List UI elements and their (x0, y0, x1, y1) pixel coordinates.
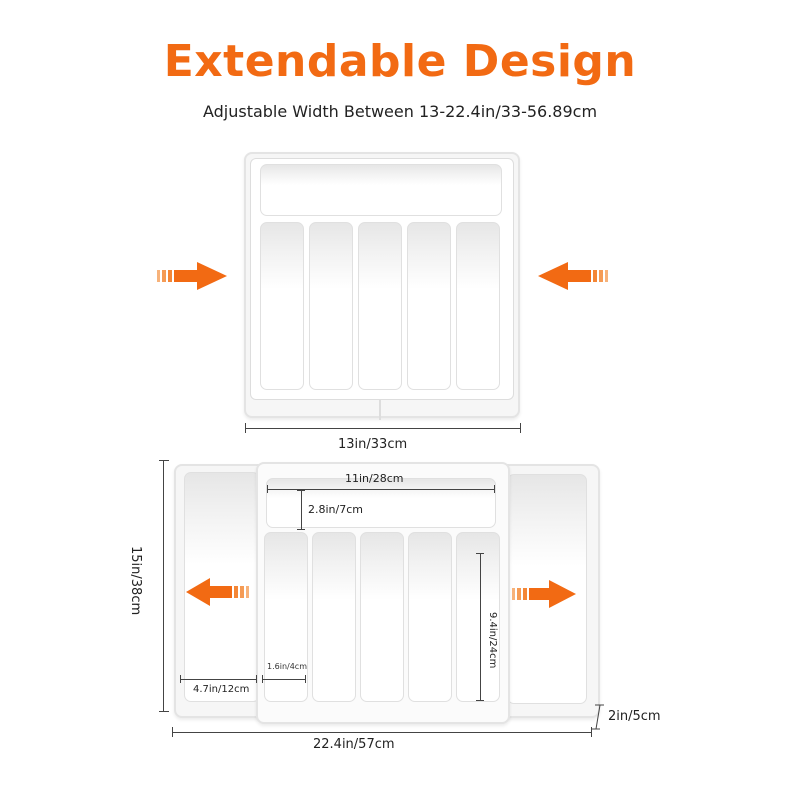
depth-dimension (591, 704, 604, 730)
page-subtitle: Adjustable Width Between 13-22.4in/33-56… (202, 102, 598, 121)
top-well-depth-dimension (297, 490, 305, 530)
height-dimension (159, 460, 169, 712)
top-well (260, 164, 502, 216)
compartment-1 (260, 222, 304, 390)
center-seam (379, 400, 381, 420)
compartment-2 (309, 222, 353, 390)
top-well-depth-label: 2.8in/7cm (308, 503, 363, 516)
compartment-2 (312, 532, 356, 702)
compartment-3 (358, 222, 402, 390)
compartment-4 (408, 532, 452, 702)
compartment-length-dimension (476, 553, 484, 701)
total-width-label: 22.4in/57cm (313, 737, 395, 752)
depth-label: 2in/5cm (608, 709, 661, 724)
width-dimension (245, 423, 521, 435)
height-label: 15in/38cm (128, 546, 143, 616)
compartment-5 (456, 532, 500, 702)
collapsed-tray (244, 152, 520, 420)
arrow-left-icon (538, 262, 608, 290)
arrow-left-icon (186, 578, 249, 606)
compartment-5 (456, 222, 500, 390)
total-width-dimension (172, 727, 592, 739)
compartment-width-label: 1.6in/4cm (267, 662, 307, 671)
page-title: Extendable Design (163, 36, 637, 87)
top-well (266, 478, 496, 528)
compartment-3 (360, 532, 404, 702)
compartment-4 (407, 222, 451, 390)
top-well-width-dimension (267, 485, 495, 493)
width-label: 13in/33cm (338, 437, 408, 452)
arrow-right-icon (512, 580, 576, 608)
side-well-width-label: 4.7in/12cm (193, 684, 250, 695)
compartment-width-dimension (262, 675, 306, 683)
top-well-width-label: 11in/28cm (345, 472, 404, 485)
compartment-length-label: 9.4in/24cm (487, 612, 498, 669)
compartment-1 (264, 532, 308, 702)
arrow-right-icon (157, 262, 227, 290)
side-well-width-dimension (180, 675, 257, 683)
